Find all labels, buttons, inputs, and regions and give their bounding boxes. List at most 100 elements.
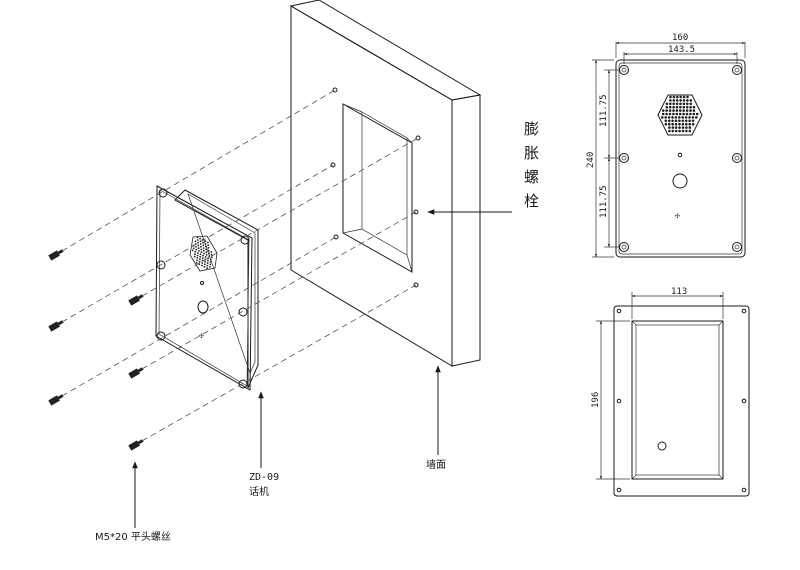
grille-hole	[200, 245, 202, 248]
wall-block	[289, 0, 482, 367]
grille-hole	[688, 116, 691, 119]
grille-hole	[672, 105, 675, 109]
grille-hole	[205, 248, 208, 251]
grille-hole	[691, 119, 695, 123]
grille-hole	[669, 102, 672, 106]
screw	[48, 249, 64, 261]
grille-hole	[198, 250, 200, 252]
grille-hole	[205, 245, 207, 248]
grille-hole	[678, 129, 681, 133]
grille-hole	[676, 95, 679, 99]
grille-hole	[675, 99, 679, 102]
grille-hole	[671, 129, 675, 133]
grille-hole	[681, 122, 685, 126]
grille-hole	[668, 112, 672, 116]
screw	[48, 394, 64, 406]
grille-hole	[685, 122, 688, 126]
callout-anchor-bolt: 膨 胀 螺 栓	[427, 120, 539, 215]
grille-hole	[202, 244, 205, 247]
grille-hole	[200, 248, 203, 251]
grille-hole	[682, 95, 686, 99]
grille-hole	[681, 119, 685, 123]
grille-hole	[668, 122, 671, 126]
grille-hole	[205, 253, 208, 256]
grille-hole	[689, 102, 692, 106]
anchor-bolt-char: 膨	[524, 120, 539, 138]
screw	[48, 320, 64, 332]
dim-overall-width: 160	[672, 33, 688, 43]
grille-hole	[205, 251, 208, 254]
grille-hole	[207, 247, 210, 249]
grille-hole	[669, 99, 672, 102]
grille-hole	[202, 247, 205, 250]
grille-hole	[695, 112, 699, 116]
grille-hole	[199, 243, 202, 245]
grille-hole	[206, 267, 209, 269]
grille-hole	[662, 109, 665, 112]
grille-hole	[665, 105, 669, 109]
svg-text:✣: ✣	[675, 211, 680, 220]
grille-hole	[665, 102, 669, 106]
grille-hole	[681, 126, 685, 129]
grille-hole	[679, 99, 682, 102]
grille-hole	[204, 256, 207, 258]
grille-hole	[678, 112, 682, 116]
grille-hole	[196, 239, 199, 241]
grille-hole	[201, 257, 204, 259]
grille-hole	[684, 119, 688, 123]
callout-wall: 墙面	[426, 365, 446, 471]
grille-hole	[689, 105, 692, 109]
grille-hole	[691, 116, 695, 119]
grille-hole	[195, 248, 198, 251]
grille-hole	[209, 266, 211, 268]
grille-hole	[679, 102, 682, 106]
grille-hole	[204, 260, 207, 263]
grille-hole	[207, 249, 210, 252]
dim-upper-half: 111.75	[599, 94, 609, 127]
grille-hole	[201, 264, 203, 267]
grille-hole	[661, 112, 665, 116]
grille-hole	[196, 254, 199, 257]
grille-hole	[193, 255, 196, 258]
grille-hole	[665, 109, 668, 112]
grille-hole	[682, 105, 686, 109]
front-view: ✣ 160 143.5 240 111.75 111.75	[586, 33, 746, 258]
wall-label: 墙面	[426, 458, 446, 471]
screw	[128, 294, 144, 306]
grille-hole	[686, 95, 689, 99]
grille-hole	[685, 126, 688, 129]
grille-hole	[672, 112, 675, 116]
grille-hole	[669, 95, 672, 99]
grille-hole	[204, 243, 207, 245]
grille-hole	[667, 119, 671, 123]
grille-hole	[674, 119, 678, 123]
dim-cutout-width: 113	[671, 287, 687, 297]
grille-hole	[675, 105, 679, 109]
dim-lower-half: 111.75	[599, 185, 609, 218]
grille-hole	[671, 116, 674, 119]
grille-hole	[196, 252, 199, 254]
grille-hole	[685, 109, 689, 112]
grille-hole	[668, 105, 672, 109]
grille-hole	[197, 241, 200, 244]
grille-hole	[200, 251, 203, 254]
grille-hole	[668, 126, 671, 129]
grille-hole	[686, 99, 689, 102]
grille-hole	[664, 122, 668, 126]
device-model-label: ZD-09	[249, 472, 279, 483]
grille-hole	[206, 264, 209, 267]
grille-hole	[197, 247, 200, 250]
grille-hole	[668, 129, 671, 133]
grille-hole	[679, 109, 682, 112]
svg-text:✣: ✣	[199, 331, 204, 340]
grille-hole	[671, 119, 674, 123]
grille-hole	[688, 126, 692, 129]
grille-hole	[682, 109, 685, 112]
grille-hole	[689, 99, 693, 102]
grille-hole	[672, 109, 675, 112]
device-name-label: 话机	[249, 485, 269, 498]
screw-label: M5*20 平头螺丝	[95, 531, 171, 543]
grille-hole	[203, 252, 206, 255]
grille-hole	[678, 122, 681, 126]
grille-hole	[692, 105, 696, 109]
